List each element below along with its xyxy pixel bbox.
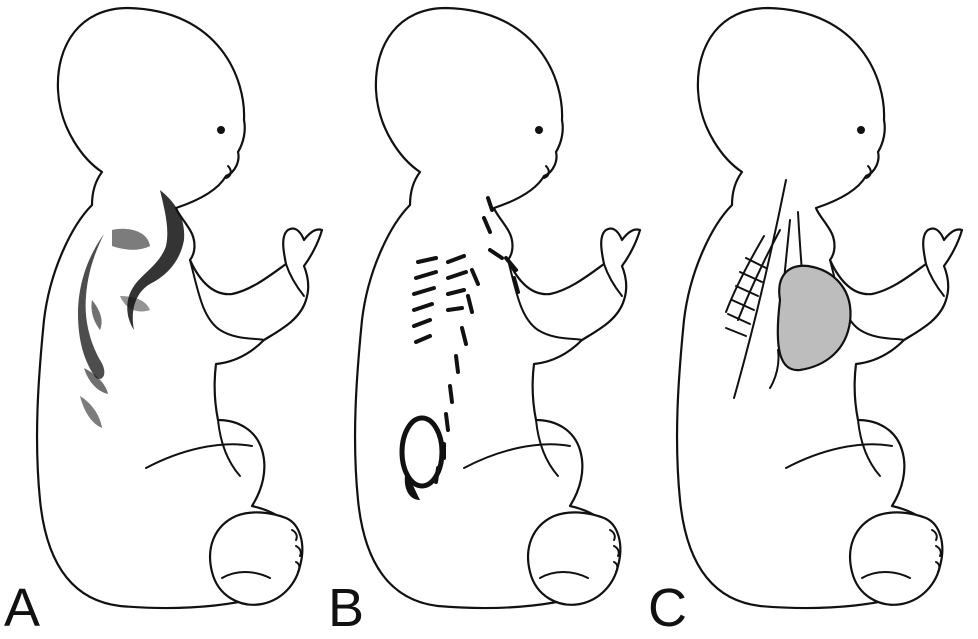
panel-label-b: B [328,578,364,638]
panel-c: C [648,8,962,638]
baby-illustration-b [355,8,640,608]
panel-label-a: A [4,578,40,638]
panel-label-c: C [648,578,687,638]
panel-b: B [328,8,640,638]
panel-a: A [4,8,322,638]
